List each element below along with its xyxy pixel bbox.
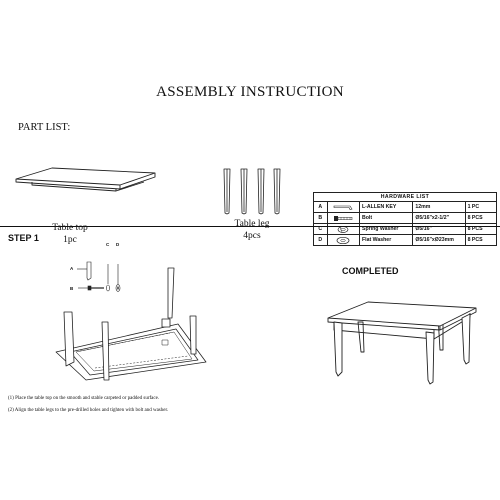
hardware-qty: 8 PCS — [464, 212, 498, 224]
spring-washer-icon — [106, 284, 110, 292]
callout-a-label: A — [70, 266, 74, 271]
instruction-note-2: (2) Align the table legs to the pre-dril… — [8, 408, 169, 413]
allen-key-icon — [333, 205, 353, 210]
table-top-illustration — [15, 167, 156, 192]
table-top-qty: 1pc — [63, 235, 77, 245]
hardware-key: A — [313, 201, 328, 213]
section-divider — [0, 226, 500, 227]
hardware-list-title: HARDWARE LIST — [313, 192, 497, 202]
hardware-spec: Ø5/16"x2-1/2" — [412, 212, 466, 224]
table-leg-qty: 4pcs — [243, 231, 261, 241]
step-1-label: STEP 1 — [8, 233, 39, 243]
hardware-spec: 12mm — [412, 201, 466, 213]
hardware-name: Bolt — [358, 212, 414, 224]
callout-d-label: D — [116, 242, 120, 247]
hardware-qty: 8 PCS — [464, 234, 498, 246]
flat-washer-icon — [336, 236, 350, 244]
table-leg-name: Table leg — [234, 219, 270, 229]
callout-c-label: C — [106, 242, 110, 247]
allen-key-icon — [86, 261, 92, 281]
part-list-heading: PART LIST: — [18, 122, 71, 133]
page-title: ASSEMBLY INSTRUCTION — [156, 84, 344, 100]
table-row: B Bolt Ø5/16"x2-1/2" 8 PCS — [313, 212, 498, 224]
hardware-qty: 1 PC — [464, 201, 498, 213]
hardware-list-table: HARDWARE LIST A L-ALLEN KEY 12mm 1 PC B … — [313, 192, 498, 246]
instruction-note-1: (1) Place the table top on the smooth an… — [8, 396, 160, 401]
table-row: A L-ALLEN KEY 12mm 1 PC — [313, 201, 498, 213]
hardware-spec: Ø5/16"xØ23mm — [412, 234, 466, 246]
hardware-key: D — [313, 234, 328, 246]
flat-washer-icon — [115, 284, 121, 292]
flat-washer-hole — [116, 286, 119, 290]
hardware-name: Flat Washer — [358, 234, 414, 246]
callout-b-label: B — [70, 286, 74, 291]
table-top-name: Table top — [52, 223, 88, 233]
completed-label: COMPLETED — [342, 266, 399, 276]
step-1-hardware-callouts — [77, 261, 121, 292]
table-legs-illustration — [223, 168, 281, 215]
hardware-name: L-ALLEN KEY — [358, 201, 414, 213]
bolt-icon — [334, 215, 353, 221]
hardware-key: B — [313, 212, 328, 224]
step-1-assembly-illustration — [55, 267, 207, 381]
completed-table-illustration — [327, 301, 477, 385]
table-row: D Flat Washer Ø5/16"xØ23mm 8 PCS — [313, 234, 498, 246]
